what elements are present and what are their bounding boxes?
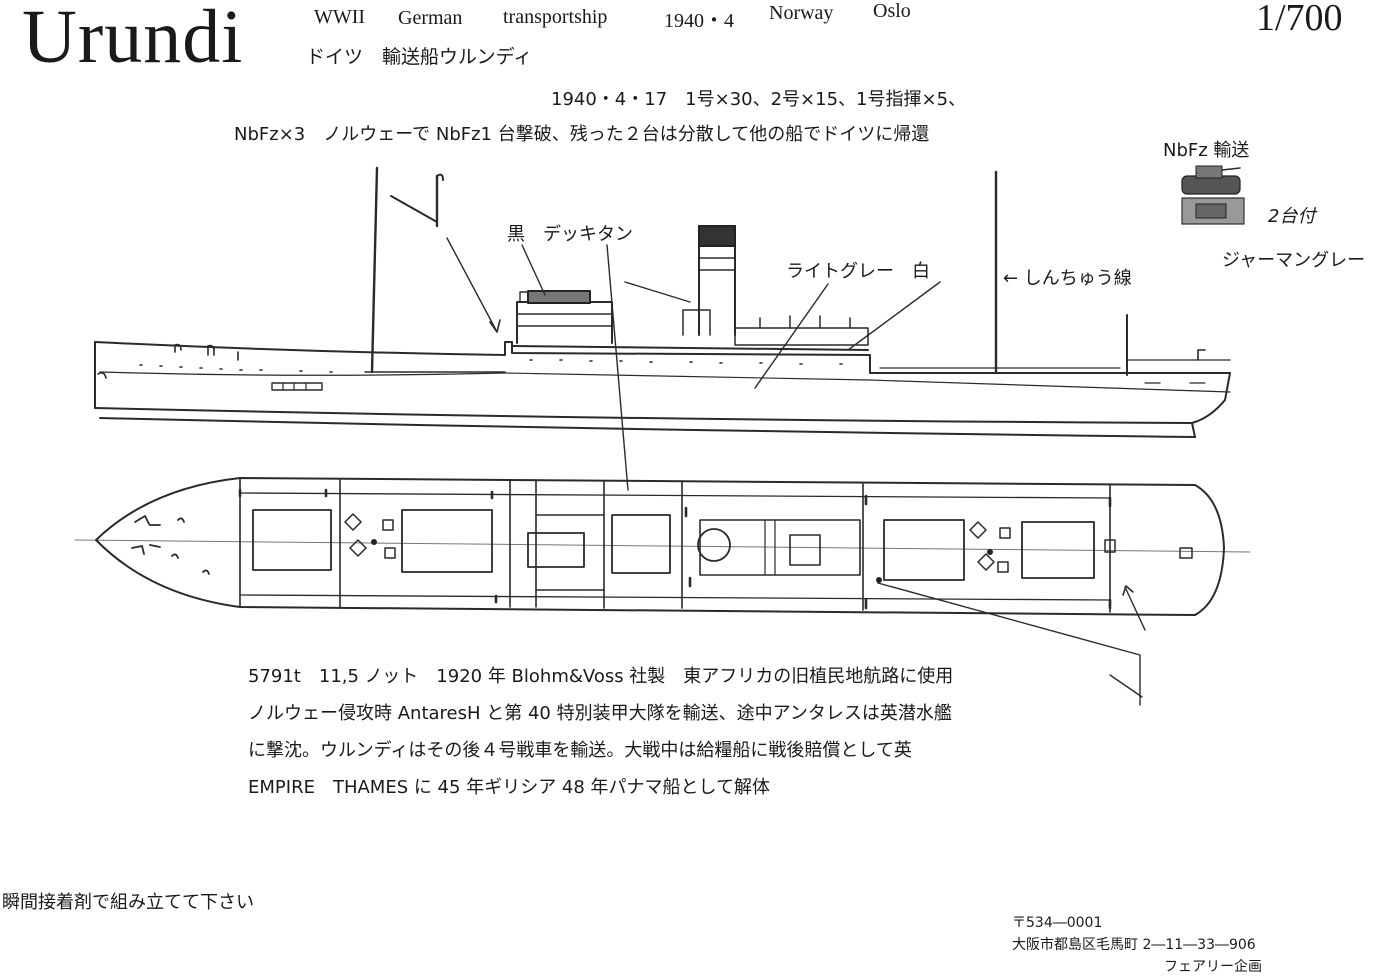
nbfz-tank-icon [1181, 165, 1245, 225]
cargo-line-2: NbFz×3 ノルウェーで NbFz1 台撃破、残った２台は分散して他の船でドイ… [234, 124, 930, 145]
scale-label: 1/700 [1256, 0, 1343, 39]
plan-view [74, 477, 1251, 616]
nbfz-count: 2台付 [1268, 206, 1316, 227]
hull-color-callout: ライトグレー 白 [786, 261, 930, 282]
description-line-3: に撃沈。ウルンディはその後４号戦車を輸送。大戦中は給糧船に戦後賠償として英 [248, 740, 912, 761]
subtitle-transportship: transportship [503, 6, 608, 28]
page-title: Urundi [22, 0, 244, 79]
subtitle-date: 1940・4 [664, 10, 734, 32]
subtitle-german: German [398, 7, 463, 29]
subtitle-oslo: Oslo [873, 0, 911, 22]
description-line-1: 5791t 11,5 ノット 1920 年 Blohm&Voss 社製 東アフリ… [248, 666, 954, 687]
description-line-4: EMPIRE THAMES に 45 年ギリシア 48 年パナマ船として解体 [248, 777, 770, 798]
assembly-instruction: 瞬間接着剤で組み立てて下さい [2, 892, 254, 913]
footer-maker: フェアリー企画 [1164, 959, 1262, 975]
subtitle-japanese: ドイツ 輸送船ウルンディ [306, 46, 533, 68]
footer-address: 大阪市都島区毛馬町 2―11―33―906 [1012, 937, 1256, 953]
nbfz-color-note: ジャーマングレー [1222, 250, 1366, 271]
rigging-callout: ← しんちゅう線 [1003, 268, 1132, 289]
leader-lines [446, 237, 1146, 706]
deck-color-callout: 黒 デッキタン [507, 224, 633, 245]
subtitle-wwii: WWII [314, 6, 366, 28]
side-view [94, 166, 1231, 438]
nbfz-label: NbFz 輸送 [1163, 140, 1250, 161]
cargo-line-1: 1940・4・17 1号×30、2号×15、1号指揮×5、 [551, 89, 967, 110]
subtitle-norway: Norway [769, 2, 834, 24]
description-line-2: ノルウェー侵攻時 AntaresH と第 40 特別装甲大隊を輸送、途中アンタレ… [248, 703, 952, 724]
footer-postal: 〒534―0001 [1012, 915, 1103, 931]
